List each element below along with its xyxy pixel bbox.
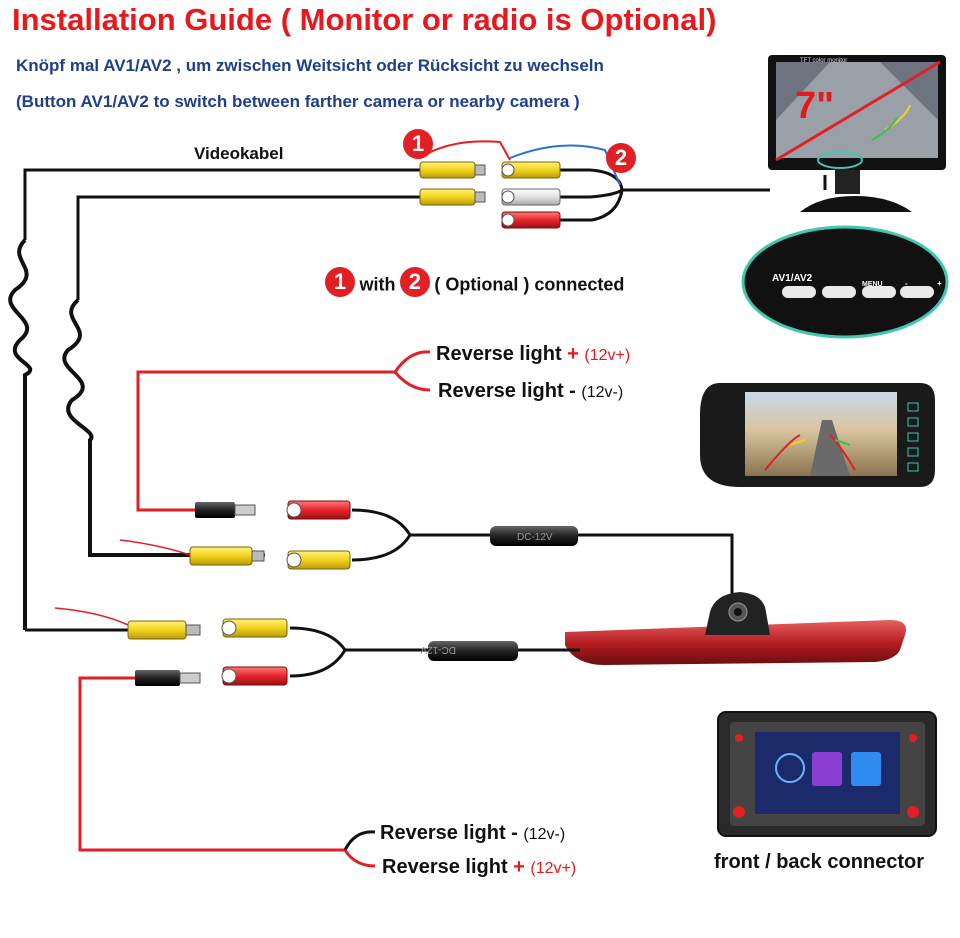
reverse-light-upper-plus: Reverse light + (12v+) — [436, 343, 630, 366]
rca-socket-yellow-top — [501, 161, 561, 179]
voltage-label: (12v+) — [530, 860, 577, 877]
badge-1-note: 1 — [325, 267, 355, 297]
rca-plug-yellow-middle — [189, 546, 265, 566]
radio-caption: front / back connector — [714, 851, 925, 873]
badge-2-note: 2 — [399, 267, 430, 297]
bottom-red-hint-wire — [54, 607, 129, 626]
rca-socket-yellow-bottom — [221, 618, 288, 638]
connection-wire-red — [419, 140, 511, 161]
reverse-light-lower-plus: Reverse light + (12v+) — [382, 856, 576, 879]
dc-label-middle: DC-12V — [517, 532, 553, 543]
reverse-light-label: Reverse light — [438, 380, 564, 402]
car-radio — [717, 711, 937, 837]
monitor-brand-label: TFT color monitor — [800, 58, 847, 64]
voltage-label: (12v-) — [581, 384, 624, 401]
badge-1-top: 1 — [403, 129, 433, 159]
coiled-cable-right — [62, 298, 190, 557]
connection-wire-blue — [509, 144, 621, 186]
menu-button-label: MENU — [862, 281, 883, 288]
dc-jack-bottom — [135, 670, 201, 686]
av-button-label: AV1/AV2 — [772, 273, 813, 284]
reverse-light-upper-minus: Reverse light - (12v-) — [438, 380, 623, 403]
optional-connection-note: 1 with 2 ( Optional ) connected — [325, 267, 624, 297]
reverse-light-label: Reverse light — [436, 343, 562, 365]
coiled-cable-left — [8, 238, 33, 630]
rca-plug-yellow-bottom — [127, 620, 201, 640]
rca-socket-yellow-middle — [286, 550, 351, 570]
dashboard-monitor — [768, 55, 946, 212]
rca-socket-red-bottom — [221, 666, 288, 686]
dc-module-middle — [490, 526, 578, 546]
rca-socket-white-top — [501, 188, 561, 206]
minus-button-label: - — [905, 279, 908, 288]
reverse-light-lower-minus: Reverse light - (12v-) — [380, 822, 565, 845]
dc-label-bottom: DC-12V — [420, 644, 456, 655]
voltage-label: (12v-) — [523, 826, 566, 843]
mirror-monitor — [700, 383, 935, 487]
voltage-label: (12v+) — [584, 347, 631, 364]
dc-jack-middle — [195, 502, 256, 518]
rca-socket-red-top — [501, 211, 561, 229]
optional-connected-text: ( Optional ) connected — [434, 274, 625, 295]
subtitle-german: Knöpf mal AV1/AV2 , um zwischen Weitsich… — [16, 56, 604, 75]
rca-socket-red-middle — [286, 500, 351, 520]
rca-plug-yellow-top-2 — [419, 188, 486, 206]
with-text: with — [359, 274, 396, 295]
bottom-cables — [25, 626, 580, 868]
plus-sign: + — [567, 343, 579, 365]
brake-light-camera — [565, 592, 906, 665]
reverse-light-label: Reverse light — [382, 856, 508, 878]
reverse-light-label: Reverse light — [380, 822, 506, 844]
minus-sign: - — [569, 380, 576, 402]
plus-sign: + — [513, 856, 525, 878]
videokabel-label: Videokabel — [194, 144, 284, 163]
plus-button-label: + — [937, 279, 942, 288]
subtitle-english: (Button AV1/AV2 to switch between farthe… — [16, 92, 580, 111]
monitor-size-label: 7" — [795, 85, 834, 127]
rca-plug-yellow-top-1 — [419, 161, 486, 179]
middle-red-hint-wire — [119, 539, 191, 556]
badge-2-top: 2 — [606, 143, 636, 173]
minus-sign: - — [511, 822, 518, 844]
top-video-cables — [23, 168, 827, 300]
page-title: Installation Guide ( Monitor or radio is… — [12, 2, 717, 37]
button-zoom-panel — [741, 225, 949, 339]
dc-module-bottom — [428, 641, 518, 661]
